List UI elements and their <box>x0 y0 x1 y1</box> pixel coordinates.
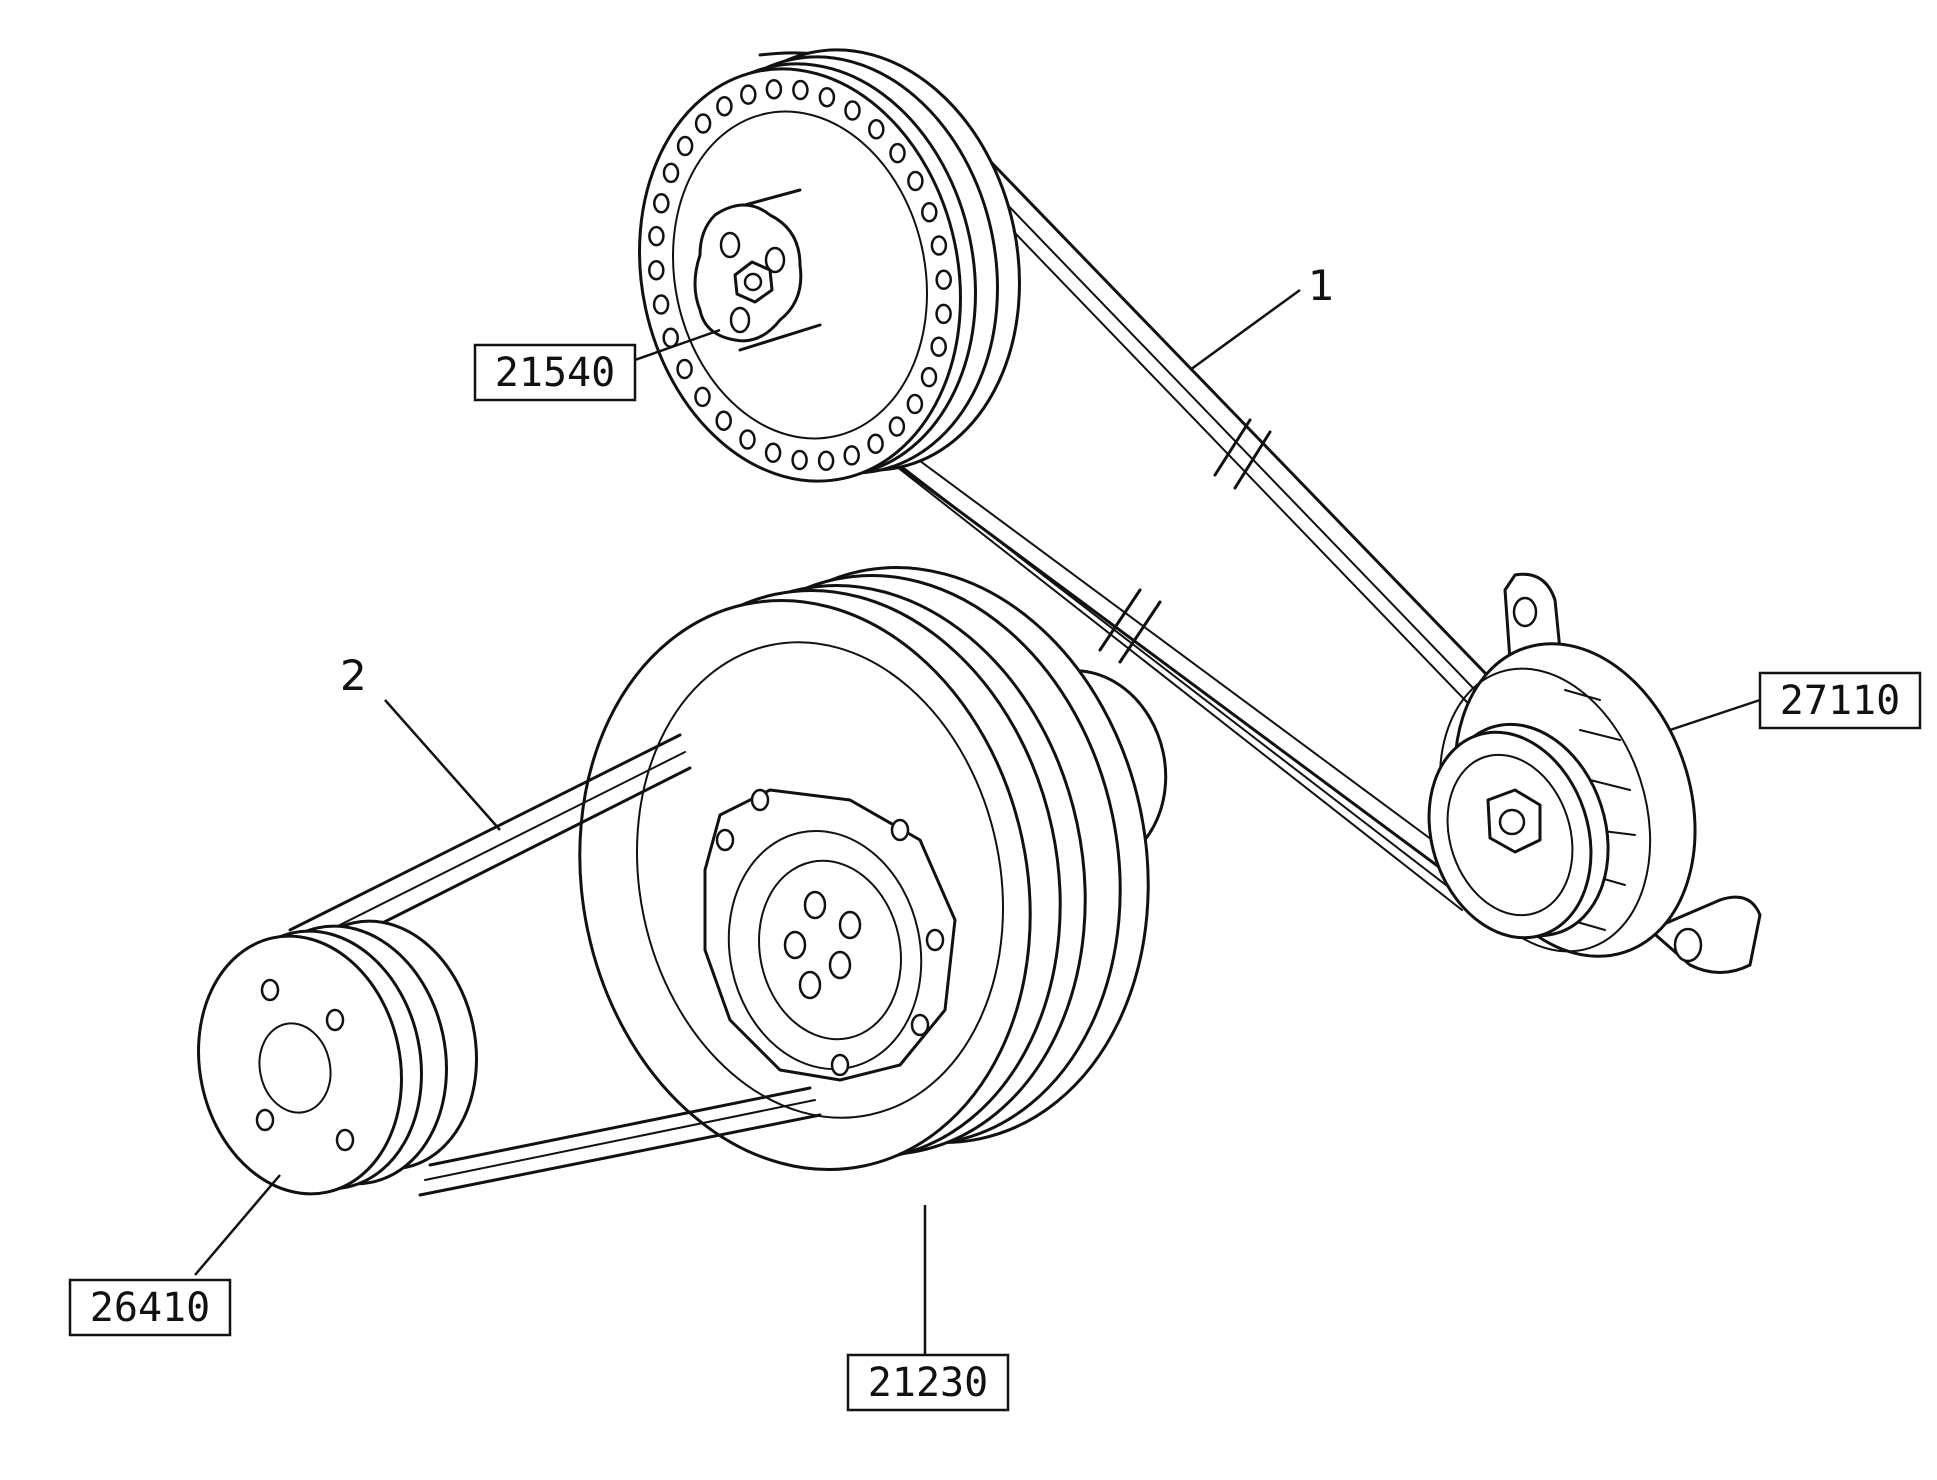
callout-26410: 26410 <box>68 1278 232 1337</box>
item-number-1: 1 <box>1308 261 1335 310</box>
perforation-hole <box>817 450 835 472</box>
pulley-21230 <box>578 566 1168 1171</box>
perforation-hole <box>716 95 733 117</box>
perforation-hole <box>792 79 809 101</box>
perforation-hole <box>935 269 952 291</box>
pulley-26410 <box>197 919 478 1196</box>
perforation-hole <box>935 303 952 325</box>
perforation-hole <box>930 235 948 256</box>
callout-21230: 21230 <box>846 1353 1010 1412</box>
perforation-hole <box>652 294 670 315</box>
perforation-hole <box>867 433 884 455</box>
perforation-hole <box>648 225 665 247</box>
item-number-2: 2 <box>340 651 367 700</box>
part-number-21540: 21540 <box>495 350 615 396</box>
perforation-hole <box>739 429 756 450</box>
perforation-hole <box>868 119 885 140</box>
perforation-hole <box>906 393 924 415</box>
perforation-hole <box>844 100 861 121</box>
perforation-hole <box>694 113 712 134</box>
perforation-hole <box>843 445 860 466</box>
perforation-hole <box>920 366 938 388</box>
callout-21540: 21540 <box>473 343 637 402</box>
perforation-hole <box>907 170 924 192</box>
perforation-hole <box>889 142 906 164</box>
perforation-hole <box>740 84 757 105</box>
perforation-hole <box>662 327 679 349</box>
part-number-27110: 27110 <box>1780 678 1900 724</box>
perforation-hole <box>818 86 836 108</box>
perforation-hole <box>764 442 782 464</box>
perforation-hole <box>715 410 732 431</box>
perforation-hole <box>676 358 693 380</box>
perforation-hole <box>888 416 906 437</box>
perforation-hole <box>653 193 670 214</box>
perforation-holes <box>648 78 952 472</box>
part-number-21230: 21230 <box>868 1360 988 1406</box>
perforation-hole <box>765 78 783 100</box>
perforation-hole <box>648 259 665 281</box>
part-number-26410: 26410 <box>90 1285 210 1331</box>
pulley-21540 <box>638 48 1021 483</box>
perforation-hole <box>930 336 947 357</box>
alternator-27110 <box>1427 572 1762 974</box>
callout-27110: 27110 <box>1758 671 1922 730</box>
perforation-hole <box>662 162 680 184</box>
leader-lines <box>194 288 1761 1355</box>
perforation-hole <box>791 449 808 471</box>
perforation-hole <box>921 201 938 223</box>
perforation-hole <box>676 135 694 157</box>
perforation-hole <box>694 386 711 408</box>
